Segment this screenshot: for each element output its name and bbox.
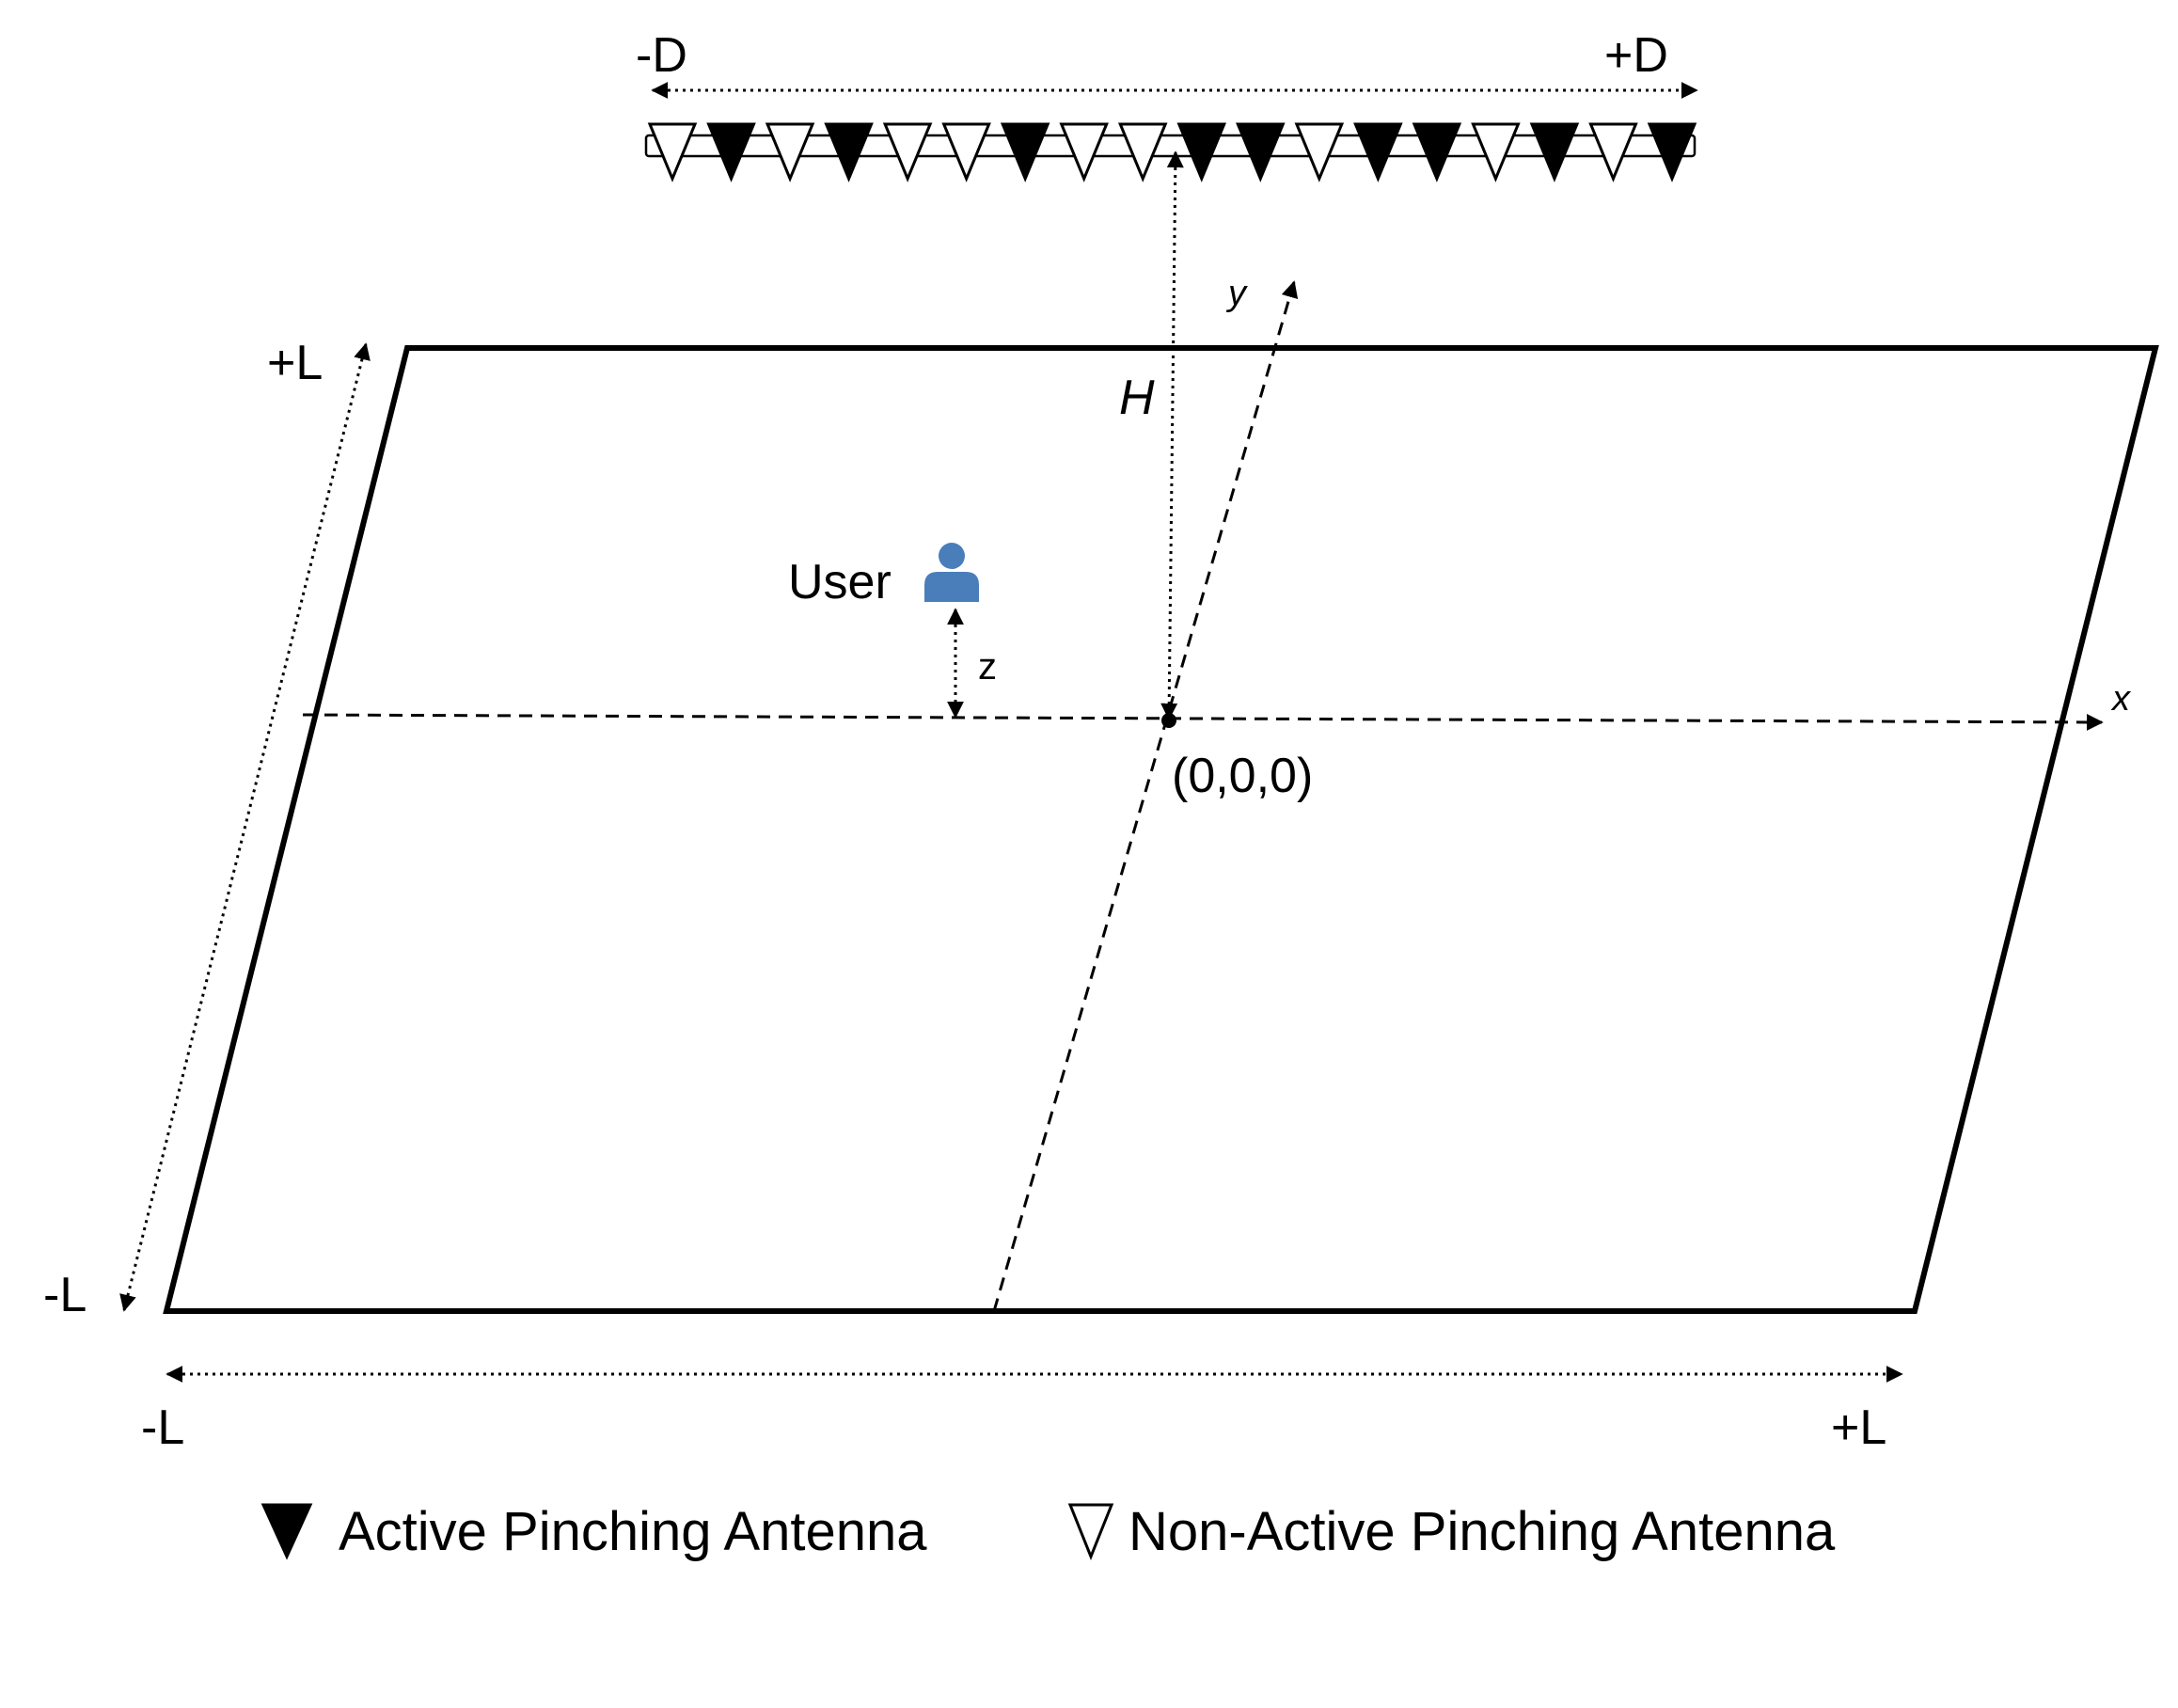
waveguide-right-label: +D <box>1604 28 1668 83</box>
active-antenna <box>1000 122 1050 182</box>
active-antenna <box>1353 122 1403 182</box>
bottom-right-label: +L <box>1831 1400 1886 1455</box>
height-label: H <box>1119 371 1155 425</box>
ground-plane <box>163 345 2159 1314</box>
active-antenna <box>706 122 756 182</box>
side-length-arrow <box>119 342 371 1312</box>
inactive-antenna <box>647 122 698 182</box>
inactive-antenna <box>1471 122 1521 182</box>
legend-active-antenna-icon <box>260 1503 313 1560</box>
side-bottom-label: -L <box>43 1268 87 1322</box>
legend-active-label: Active Pinching Antenna <box>339 1501 927 1562</box>
inactive-antenna <box>941 122 991 182</box>
y-axis-label: y <box>1225 274 1248 313</box>
x-axis <box>302 713 2104 731</box>
legend-inactive-antenna-icon <box>1067 1503 1114 1561</box>
active-antenna <box>1236 122 1286 182</box>
user-height-label: z <box>978 646 997 688</box>
origin-label: (0,0,0) <box>1172 749 1313 803</box>
antenna-row <box>647 122 1697 182</box>
user-label: User <box>788 555 892 609</box>
y-axis <box>992 280 1299 1312</box>
legend-inactive-label: Non-Active Pinching Antenna <box>1128 1501 1836 1562</box>
user-icon <box>924 543 979 602</box>
side-top-label: +L <box>267 336 323 390</box>
inactive-antenna <box>1117 122 1168 182</box>
inactive-antenna <box>1059 122 1109 182</box>
active-antenna <box>1176 122 1227 182</box>
active-antenna <box>824 122 874 182</box>
active-antenna <box>1647 122 1697 182</box>
active-antenna <box>1529 122 1580 182</box>
x-axis-label: x <box>2110 679 2132 719</box>
origin-point <box>1161 713 1176 728</box>
waveguide-left-label: -D <box>636 28 687 83</box>
inactive-antenna <box>1294 122 1345 182</box>
active-antenna <box>1412 122 1462 182</box>
height-arrow <box>1160 150 1184 720</box>
bottom-left-label: -L <box>141 1400 184 1455</box>
inactive-antenna <box>882 122 933 182</box>
inactive-antenna <box>765 122 815 182</box>
inactive-antenna <box>1588 122 1638 182</box>
